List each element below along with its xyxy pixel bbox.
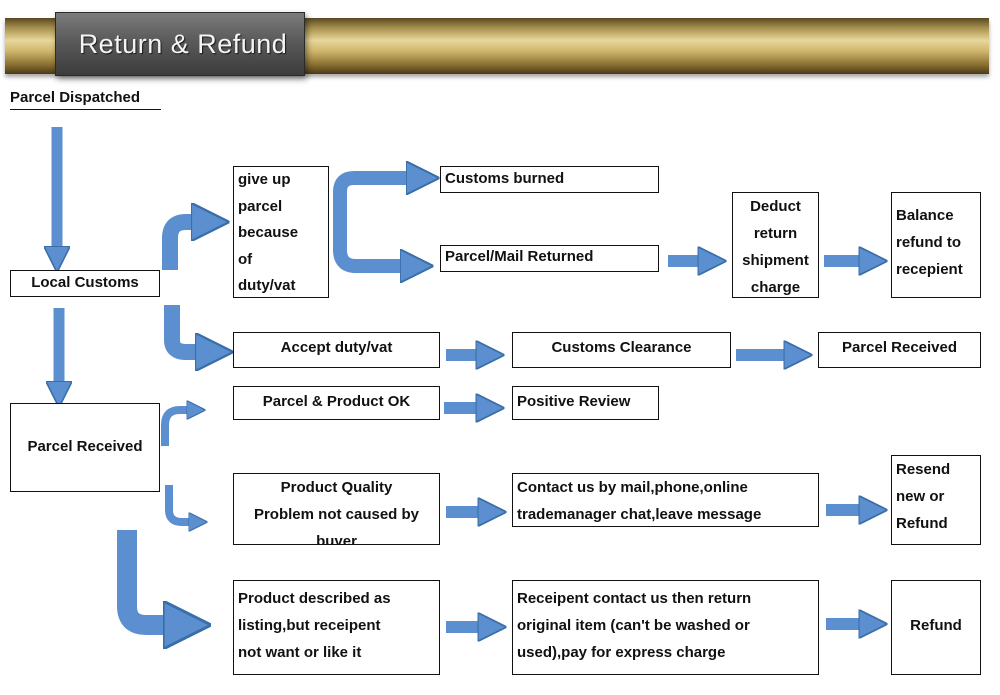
node-parcel-received-right: Parcel Received [818, 332, 981, 368]
balance-line: recepient [896, 261, 963, 278]
described-line: Product described as [238, 590, 391, 607]
receipent-line: used),pay for express charge [517, 644, 726, 661]
page-title: Return & Refund [78, 28, 288, 59]
parcel-product-ok-text: Parcel & Product OK [262, 393, 411, 410]
give-up-line: parcel [238, 197, 283, 215]
resend-line: Resend [896, 461, 951, 478]
accept-duty-text: Accept duty/vat [280, 339, 393, 356]
receipent-line: Receipent contact us then return [517, 590, 752, 607]
receipent-line: original item (can't be washed or [517, 617, 750, 634]
arrow-giveup-to-burned [333, 178, 426, 215]
node-parcel-product-ok: Parcel & Product OK [233, 386, 440, 420]
node-customs-burned: Customs burned [440, 166, 659, 193]
parcel-dispatched-text: Parcel Dispatched [10, 89, 141, 106]
node-positive-review: Positive Review [512, 386, 659, 420]
local-customs-text: Local Customs [31, 274, 139, 291]
customs-burned-text: Customs burned [445, 170, 565, 187]
give-up-line: of [238, 250, 253, 268]
balance-line: refund to [896, 234, 961, 251]
give-up-line: because [238, 224, 299, 241]
arrow-customs-to-giveup [162, 222, 214, 270]
arrow-received-to-quality [165, 485, 200, 522]
give-up-line: duty/vat [238, 277, 296, 294]
node-contact-us: Contact us by mail,phone,online trademan… [512, 473, 819, 527]
quality-line: Product Quality [280, 479, 393, 496]
parcel-received-left-text: Parcel Received [27, 438, 143, 455]
deduct-line: charge [750, 279, 801, 296]
node-local-customs: Local Customs [10, 270, 160, 297]
node-quality-problem: Product Quality Problem not caused by bu… [233, 473, 440, 545]
resend-line: new or [896, 488, 945, 505]
parcel-dispatched-label: Parcel Dispatched [10, 89, 161, 110]
resend-line: Refund [896, 515, 948, 532]
deduct-line: Deduct [750, 198, 801, 215]
deduct-line: shipment [742, 252, 809, 269]
parcel-received-right-text: Parcel Received [841, 339, 958, 356]
node-parcel-mail-returned: Parcel/Mail Returned [440, 245, 659, 272]
arrow-customs-to-accept [164, 305, 218, 352]
node-customs-clearance: Customs Clearance [512, 332, 731, 368]
deduct-line: return [753, 225, 798, 242]
node-deduct-charge: Deduct return shipment charge [732, 192, 819, 298]
node-resend: Resend new or Refund [891, 455, 981, 545]
customs-clearance-text: Customs Clearance [551, 339, 692, 356]
contact-line: trademanager chat,leave message [517, 506, 762, 523]
node-accept-duty: Accept duty/vat [233, 332, 440, 368]
node-described-as-listing: Product described as listing,but receipe… [233, 580, 440, 675]
node-receipent-contact: Receipent contact us then return origina… [512, 580, 819, 675]
node-balance-refund: Balance refund to recepient [891, 192, 981, 298]
title-tab: Return & Refund [55, 12, 305, 76]
node-give-up-parcel: give up parcel because of duty/vat [233, 166, 329, 298]
node-parcel-received-left: Parcel Received [10, 403, 160, 492]
arrow-giveup-to-returned [333, 215, 420, 266]
contact-line: Contact us by mail,phone,online [517, 479, 748, 496]
quality-line: buyer [316, 533, 357, 545]
arrow-received-to-ok [161, 410, 198, 446]
parcel-mail-returned-text: Parcel/Mail Returned [445, 248, 594, 265]
arrow-received-to-described [117, 530, 192, 625]
positive-review-text: Positive Review [517, 393, 631, 410]
quality-line: Problem not caused by [253, 506, 420, 523]
give-up-line: give up [238, 171, 291, 188]
refund-text: Refund [910, 617, 962, 634]
balance-line: Balance [896, 207, 954, 224]
node-refund: Refund [891, 580, 981, 675]
described-line: listing,but receipent [238, 617, 381, 634]
described-line: not want or like it [238, 644, 362, 661]
